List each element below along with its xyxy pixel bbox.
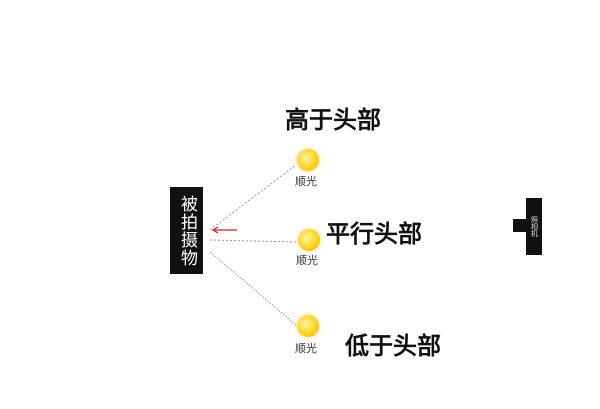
line-to-level-light (209, 239, 299, 243)
arrow-left-icon (211, 226, 237, 234)
sun-icon (297, 315, 319, 337)
heading-level: 平行头部 (326, 220, 422, 248)
light-label-high: 顺光 (295, 175, 317, 188)
sun-icon (298, 229, 320, 251)
camera-label: 照相机 (530, 216, 539, 237)
subject-label: 被拍摄物 (177, 194, 197, 267)
light-label-level: 顺光 (296, 254, 318, 267)
heading-low: 低于头部 (345, 332, 441, 360)
camera-body: 照相机 (526, 198, 542, 255)
line-to-low-light (209, 251, 297, 326)
line-to-high-light (209, 164, 297, 231)
light-label-low: 顺光 (295, 342, 317, 355)
subject-box: 被拍摄物 (170, 187, 203, 274)
heading-high: 高于头部 (285, 106, 381, 134)
sun-icon (297, 149, 319, 171)
camera-icon: 照相机 (513, 198, 542, 255)
